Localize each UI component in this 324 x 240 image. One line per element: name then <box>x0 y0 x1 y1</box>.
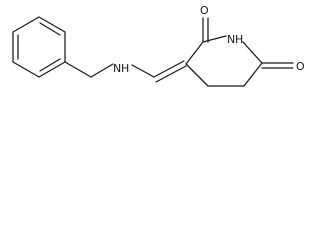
benzyl-bond <box>64 61 92 78</box>
amine-ch-bond <box>131 64 155 78</box>
succinimide-ring <box>185 35 263 87</box>
ring-bond <box>202 35 227 43</box>
ring-bond <box>12 16 40 33</box>
imide-hydrogen-label: H <box>235 33 243 46</box>
ring-bond <box>38 61 66 78</box>
ring-double-bond <box>39 58 61 72</box>
ring-bond <box>12 61 40 78</box>
ring-double-bond <box>39 22 61 36</box>
ring-bond <box>185 41 204 65</box>
amine-nitrogen-label: N <box>113 62 121 75</box>
benzene-ring <box>12 16 66 78</box>
exocyclic-double-bond <box>153 60 185 78</box>
carbonyl-oxygen-top-label: O <box>200 4 209 17</box>
amine-hydrogen-label: H <box>121 62 129 75</box>
benzyl-ch2-bond <box>90 63 114 78</box>
exocyclic-double-bond <box>155 65 187 83</box>
imide-nitrogen-label: N <box>227 33 235 46</box>
ring-bond <box>242 41 263 64</box>
ring-bond <box>185 63 209 87</box>
ring-bond <box>243 62 263 87</box>
ring-bond <box>38 16 66 33</box>
structure-diagram: N H O N H O <box>12 4 305 87</box>
carbonyl-oxygen-right-label: O <box>296 60 305 73</box>
